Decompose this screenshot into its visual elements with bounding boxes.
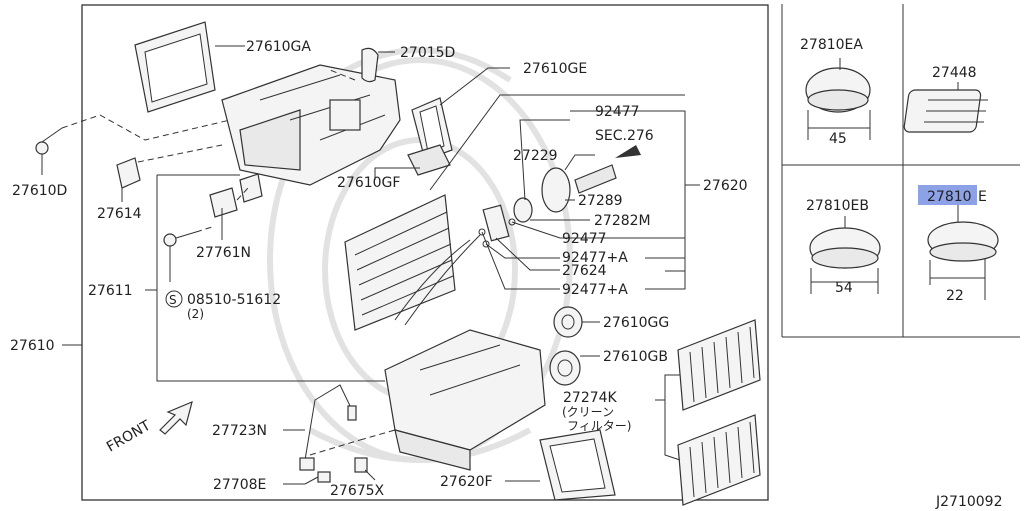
connector-part-27675X [354, 457, 368, 473]
highlight-27810E [918, 185, 977, 205]
bolt-callout: S 08510-51612 (2) [165, 290, 281, 321]
label-27610D: 27610D [12, 183, 67, 199]
label-92477-a: 92477 [595, 104, 640, 120]
label-92477-plus-a-2: 92477+A [562, 282, 628, 298]
label-27282M: 27282M [594, 213, 651, 229]
label-27810EA: 27810EA [800, 37, 863, 53]
label-27015D: 27015D [400, 45, 455, 61]
label-27610: 27610 [10, 338, 55, 354]
assembly-dashed-lines [61, 69, 396, 456]
side-panel-grid [781, 4, 1020, 338]
bolt-part [163, 231, 197, 247]
seal-part-27610GE [411, 97, 453, 161]
seal-part-27015D [361, 47, 379, 83]
panel-27448: 27448 [903, 65, 988, 133]
connector-part-27708E [317, 471, 331, 483]
label-27675X: 27675X [330, 483, 385, 499]
panel-27810EB: 27810EB 54 [806, 198, 881, 296]
label-27274K: 27274K [563, 390, 618, 406]
label-27810E-suffix: E [978, 189, 987, 205]
leader-lines [41, 45, 700, 485]
label-92477-b: 92477 [562, 231, 607, 247]
seal-part-27610GB [549, 350, 581, 386]
label-27610GB: 27610GB [603, 349, 668, 365]
label-27620F: 27620F [440, 474, 493, 490]
label-27614: 27614 [97, 206, 142, 222]
label-27610GG: 27610GG [603, 315, 669, 331]
label-27289: 27289 [578, 193, 623, 209]
label-27761N: 27761N [196, 245, 251, 261]
label-27810E-highlight: 27810 [927, 189, 972, 205]
label-92477-plus-a-1: 92477+A [562, 250, 628, 266]
panel-27810EA: 27810EA 45 [800, 37, 871, 147]
panel-27810E: 27810 E 22 [918, 185, 999, 304]
label-clean-filter-1: (クリーン [562, 405, 614, 419]
dimension-54: 54 [835, 280, 853, 296]
filter-frame-part-27610GA [134, 21, 216, 113]
front-arrow-icon [159, 400, 193, 435]
bolt-code: 08510-51612 [187, 292, 281, 308]
harness-part-27723N [299, 384, 357, 471]
evaporator-part-27620 [344, 194, 481, 331]
label-27708E: 27708E [213, 477, 266, 493]
label-27611: 27611 [88, 283, 133, 299]
bracket-part-27614 [116, 157, 141, 189]
label-27610GF: 27610GF [337, 175, 400, 191]
dimension-45: 45 [829, 131, 847, 147]
sensor-part-27761N [209, 173, 263, 218]
expansion-valve-part [478, 145, 641, 248]
label-27610GE: 27610GE [523, 61, 587, 77]
dimension-22: 22 [946, 288, 964, 304]
diagram-code: J2710092 [935, 494, 1002, 510]
label-27624: 27624 [562, 263, 607, 279]
label-27723N: 27723N [212, 423, 267, 439]
label-27610GA: 27610GA [246, 39, 311, 55]
label-27620: 27620 [703, 178, 748, 194]
main-frame [81, 4, 769, 501]
bolt-quantity: (2) [187, 307, 204, 321]
label-27229: 27229 [513, 148, 558, 164]
cabin-filter-part-27274K [677, 319, 761, 506]
label-27448: 27448 [932, 65, 977, 81]
clip-part-27610D [35, 127, 63, 155]
label-front: FRONT [104, 417, 154, 455]
upper-case-part [221, 64, 401, 186]
seal-part-27610GG [553, 306, 583, 338]
filter-frame-part-27620F [539, 429, 616, 501]
bolt-symbol: S [169, 293, 177, 307]
label-sec-276: SEC.276 [595, 128, 654, 144]
label-27810EB: 27810EB [806, 198, 869, 214]
label-clean-filter-2: フィルター) [567, 419, 631, 433]
lower-case-part [384, 329, 546, 471]
